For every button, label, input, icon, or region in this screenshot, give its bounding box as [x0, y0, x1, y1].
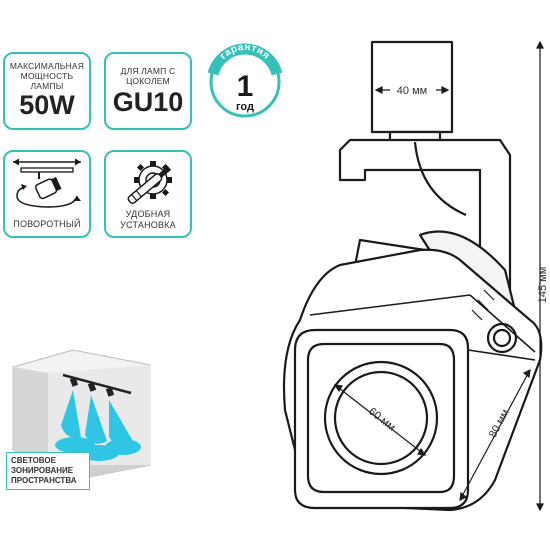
warranty-unit: год — [236, 101, 254, 113]
dim-height: 145 мм — [537, 267, 549, 304]
rotating-spotlight-icon — [13, 158, 81, 208]
rotate-caption: ПОВОРОТНЫЙ — [13, 219, 81, 229]
base-value: GU10 — [112, 87, 184, 117]
track-spotlight-drawing: 40 мм 145 мм 80 мм 60 мм — [282, 40, 549, 512]
dim-width-top: 40 мм — [397, 85, 427, 97]
power-caption: МАКСИМАЛЬНАЯ МОЩНОСТЬ ЛАМПЫ — [9, 61, 85, 91]
wrench-gear-icon — [127, 161, 172, 205]
power-badge: МАКСИМАЛЬНАЯ МОЩНОСТЬ ЛАМПЫ 50W — [3, 52, 91, 130]
zoning-illustration — [12, 349, 151, 481]
base-badge: ДЛЯ ЛАМП С ЦОКОЛЕМ GU10 — [104, 52, 192, 130]
warranty-number: 1 — [237, 70, 254, 103]
base-caption: ДЛЯ ЛАМП С ЦОКОЛЕМ — [120, 66, 176, 86]
install-caption: УДОБНАЯ УСТАНОВКА — [120, 209, 176, 230]
install-badge: УДОБНАЯ УСТАНОВКА — [104, 150, 192, 238]
zoning-caption: СВЕТОВОЕ ЗОНИРОВАНИЕ ПРОСТРАНСТВА — [6, 452, 90, 490]
warranty-seal: гарантия 1 год — [207, 42, 283, 118]
power-value: 50W — [19, 90, 75, 120]
rotate-badge: ПОВОРОТНЫЙ — [3, 150, 91, 238]
